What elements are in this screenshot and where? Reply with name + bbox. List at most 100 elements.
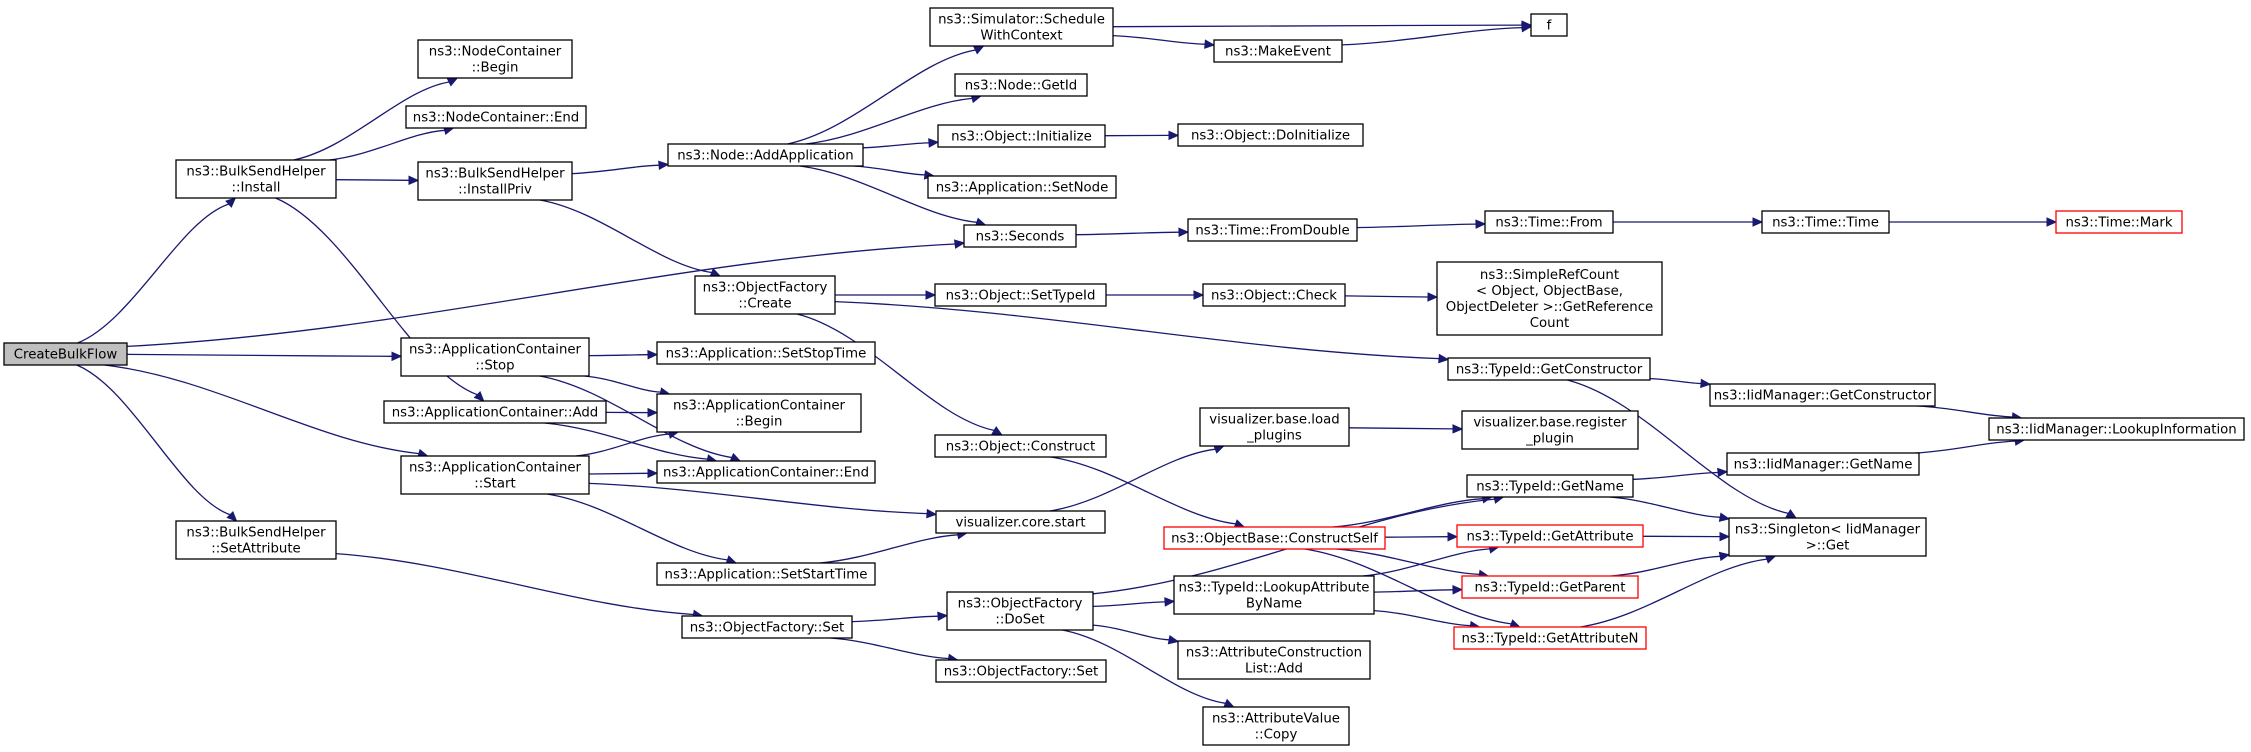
node-typeid-getconstructor[interactable]: ns3::TypeId::GetConstructor	[1447, 357, 1651, 381]
node-label: ns3::Object::Initialize	[951, 130, 1092, 145]
node-object-construct[interactable]: ns3::Object::Construct	[934, 434, 1107, 458]
node-box	[1484, 210, 1614, 234]
edge-object-settypeid-to-object-check	[1106, 290, 1205, 300]
node-box	[405, 105, 587, 129]
edge-seconds-to-time-fromdouble	[1075, 227, 1190, 237]
node-typeid-getattribute[interactable]: ns3::TypeId::GetAttribute	[1456, 524, 1644, 548]
node-label: _plugin	[1525, 432, 1574, 447]
node-label: ns3::BulkSendHelper	[186, 165, 326, 180]
edge-line	[539, 375, 732, 459]
arrowhead	[1447, 531, 1459, 542]
node-typeid-getname[interactable]: ns3::TypeId::GetName	[1466, 474, 1634, 498]
node-box	[937, 124, 1106, 148]
arrowhead	[1438, 353, 1450, 364]
edge-line	[853, 165, 925, 176]
node-attributevalue-copy[interactable]: ns3::AttributeValue::Copy	[1202, 706, 1350, 746]
edge-appcontainer-start-to-visualizer-core-start	[588, 482, 938, 519]
arrowhead	[1193, 290, 1205, 300]
edge-line	[588, 482, 928, 515]
arrowhead	[647, 468, 659, 479]
node-f[interactable]: f	[1530, 13, 1568, 37]
node-label: ByName	[1246, 597, 1302, 612]
edge-line	[1567, 379, 1789, 515]
node-label: ns3::IidManager::LookupInformation	[1996, 423, 2236, 438]
node-appcontainer-end[interactable]: ns3::ApplicationContainer::End	[656, 460, 876, 484]
node-node-getid[interactable]: ns3::Node::GetId	[954, 73, 1088, 97]
node-singleton-get[interactable]: ns3::Singleton< IidManager>::Get	[1728, 517, 1927, 557]
node-iidmanager-getconstructor[interactable]: ns3::IidManager::GetConstructor	[1709, 383, 1936, 407]
arrowhead	[473, 391, 485, 402]
node-appcontainer-begin[interactable]: ns3::ApplicationContainer::Begin	[656, 393, 862, 433]
node-createbulkflow[interactable]: CreateBulkFlow	[3, 342, 128, 366]
node-nodecontainer-end[interactable]: ns3::NodeContainer::End	[405, 105, 587, 129]
arrowhead	[1785, 508, 1798, 519]
edge-line	[1092, 624, 1170, 641]
node-bulksend-install[interactable]: ns3::BulkSendHelper::Install	[175, 159, 337, 199]
edge-line	[1649, 377, 1702, 385]
edge-line	[1341, 26, 1523, 46]
node-seconds[interactable]: ns3::Seconds	[963, 224, 1077, 248]
arrowhead	[446, 77, 459, 87]
node-typeid-getparent[interactable]: ns3::TypeId::GetParent	[1461, 575, 1639, 599]
node-label: ns3::Object::DoInitialize	[1191, 129, 1350, 144]
edge-line	[1362, 548, 1490, 577]
node-objectfactory-set-1[interactable]: ns3::ObjectFactory::Set	[681, 615, 853, 639]
node-objectfactory-set-2[interactable]: ns3::ObjectFactory::Set	[935, 659, 1107, 683]
node-iidmanager-lookupinformation[interactable]: ns3::IidManager::LookupInformation	[1988, 417, 2245, 441]
node-app-setstoptime[interactable]: ns3::Application::SetStopTime	[656, 341, 876, 365]
node-time-time[interactable]: ns3::Time::Time	[1761, 210, 1890, 234]
edge-line	[851, 615, 939, 623]
node-simplerefcount-getreferencecount[interactable]: ns3::SimpleRefCount< Object, ObjectBase,…	[1436, 261, 1663, 336]
node-label: ns3::Node::AddApplication	[677, 149, 853, 164]
node-time-mark[interactable]: ns3::Time::Mark	[2055, 210, 2183, 234]
node-object-settypeid[interactable]: ns3::Object::SetTypeId	[934, 283, 1107, 307]
node-node-addapplication[interactable]: ns3::Node::AddApplication	[667, 143, 864, 167]
arrowhead	[2046, 217, 2058, 227]
edge-line	[1112, 34, 1206, 45]
edge-line	[544, 422, 708, 460]
node-objectbase-constructself[interactable]: ns3::ObjectBase::ConstructSelf	[1163, 526, 1386, 550]
edge-line	[1580, 558, 1767, 628]
edge-objectfactory-create-to-typeid-getconstructor	[834, 300, 1450, 364]
edge-appcontainer-stop-to-app-setstoptime	[588, 349, 659, 360]
node-visualizer-load-plugins[interactable]: visualizer.base.load_plugins	[1199, 407, 1350, 447]
edge-typeid-getattribute-to-singleton-get	[1642, 531, 1731, 542]
arrowhead	[1167, 634, 1180, 645]
node-appcontainer-add[interactable]: ns3::ApplicationContainer::Add	[383, 400, 607, 424]
node-appcontainer-stop[interactable]: ns3::ApplicationContainer::Stop	[400, 337, 590, 377]
node-visualizer-register-plugin[interactable]: visualizer.base.register_plugin	[1461, 410, 1639, 450]
node-label: ns3::Application::SetNode	[936, 181, 1109, 196]
node-box	[1761, 210, 1890, 234]
node-app-setnode[interactable]: ns3::Application::SetNode	[927, 175, 1117, 199]
node-label: ns3::ApplicationContainer	[409, 343, 582, 358]
edge-objectfactory-set-1-to-objectfactory-doset	[851, 611, 949, 623]
node-objectfactory-create[interactable]: ns3::ObjectFactory::Create	[694, 275, 836, 315]
node-bulksend-installpriv[interactable]: ns3::BulkSendHelper::InstallPriv	[417, 161, 573, 201]
node-object-doinitialize[interactable]: ns3::Object::DoInitialize	[1177, 123, 1364, 147]
node-appcontainer-start[interactable]: ns3::ApplicationContainer::Start	[400, 455, 590, 495]
node-time-fromdouble[interactable]: ns3::Time::FromDouble	[1187, 218, 1358, 242]
edge-line	[335, 552, 694, 616]
node-label: ns3::ObjectFactory	[958, 597, 1083, 612]
node-box	[656, 460, 876, 484]
edge-line	[275, 197, 478, 396]
node-objectfactory-doset[interactable]: ns3::ObjectFactory::DoSet	[946, 591, 1094, 631]
node-visualizer-core-start[interactable]: visualizer.core.start	[935, 510, 1106, 534]
node-typeid-getattributen[interactable]: ns3::TypeId::GetAttributeN	[1453, 626, 1647, 650]
edge-line	[862, 142, 930, 149]
node-app-setstarttime[interactable]: ns3::Application::SetStartTime	[656, 562, 876, 586]
edge-objectfactory-create-to-object-settypeid	[835, 290, 937, 300]
node-time-from[interactable]: ns3::Time::From	[1484, 210, 1614, 234]
edge-line	[584, 375, 661, 393]
arrowhead	[1178, 227, 1190, 237]
node-label: ns3::NodeContainer	[429, 45, 562, 60]
node-makeevent[interactable]: ns3::MakeEvent	[1213, 39, 1343, 63]
node-object-initialize[interactable]: ns3::Object::Initialize	[937, 124, 1106, 148]
node-iidmanager-getname[interactable]: ns3::IidManager::GetName	[1726, 452, 1920, 476]
node-object-check[interactable]: ns3::Object::Check	[1202, 283, 1346, 307]
node-nodecontainer-begin[interactable]: ns3::NodeContainer::Begin	[417, 39, 573, 79]
node-bulksend-setattribute[interactable]: ns3::BulkSendHelper::SetAttribute	[175, 520, 337, 560]
